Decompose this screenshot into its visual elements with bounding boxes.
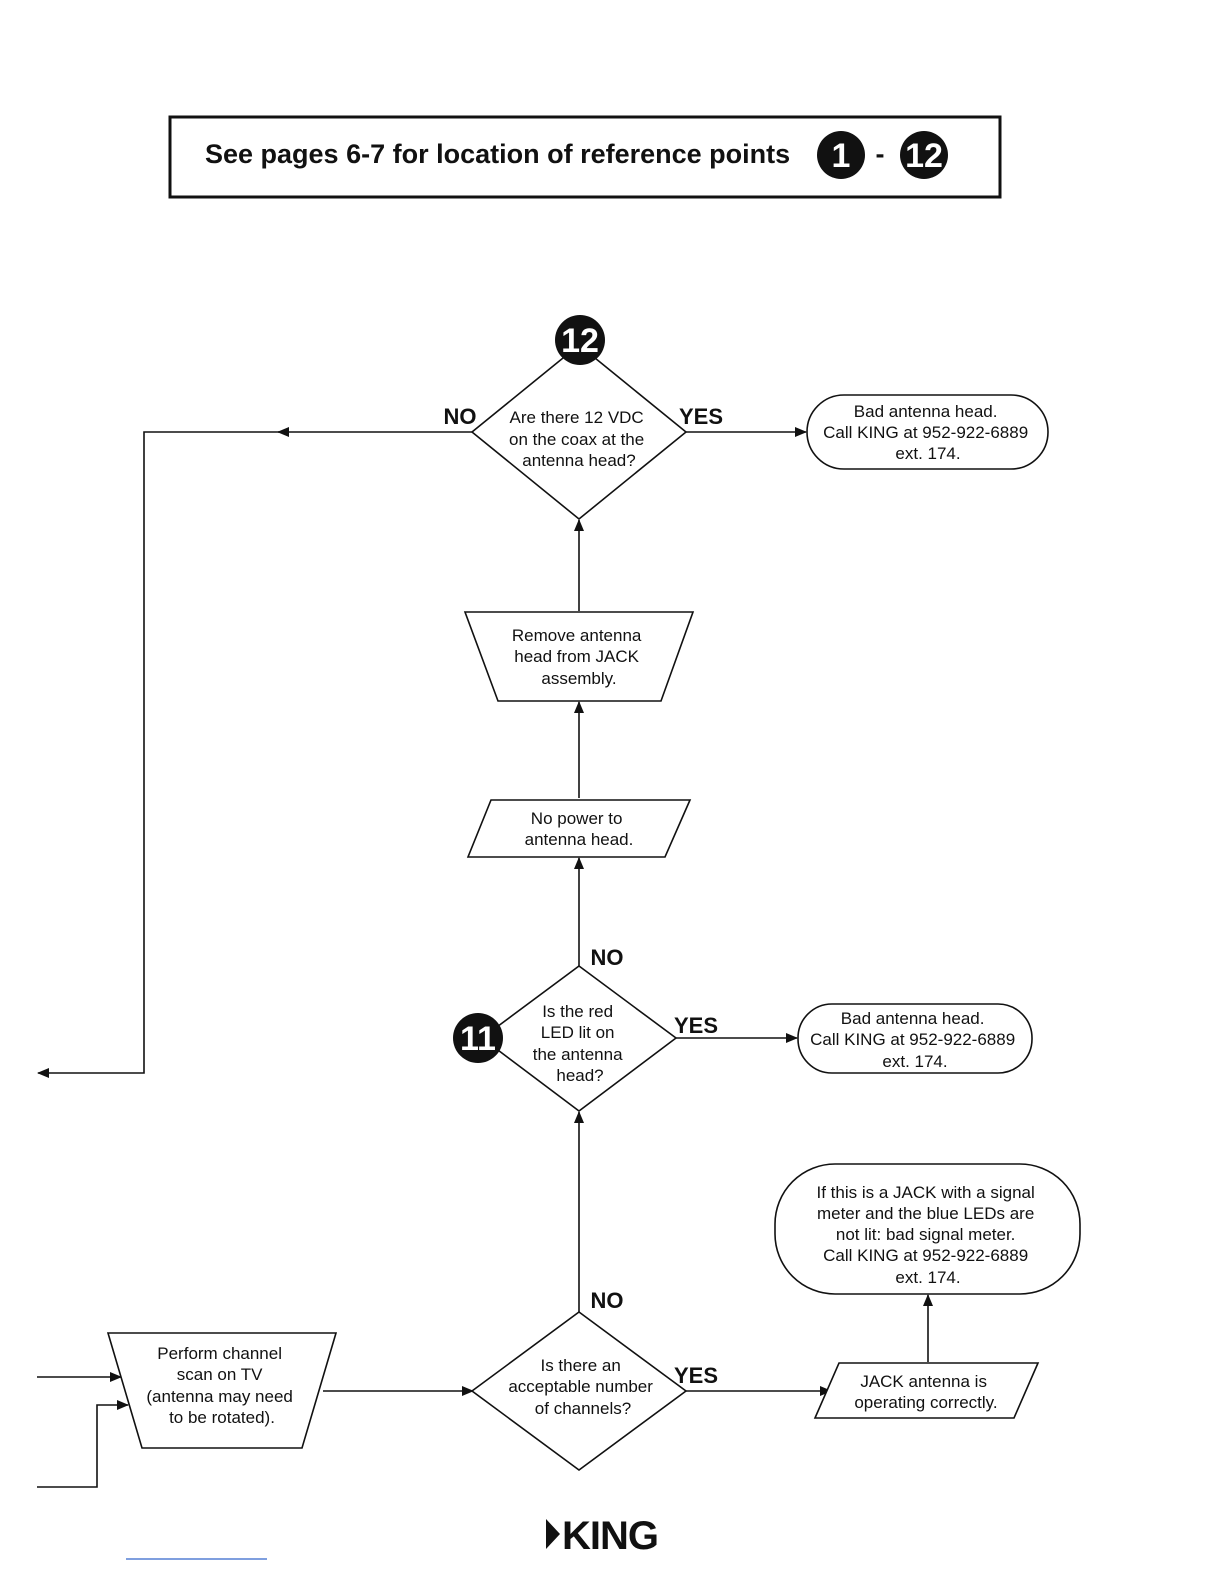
svg-text:Perform channel scan on: Perform channel scan on TV (antenna may … (146, 1344, 297, 1427)
d11-no-label: NO (591, 945, 624, 970)
svg-text:No power to antenna head: No power to antenna head. (525, 809, 634, 849)
king-logo-chevron-icon (546, 1519, 560, 1549)
svg-text:If this is a JACK with a signa: If this is a JACK with a signal meter an… (817, 1183, 1040, 1287)
d12-no-label: NO (444, 404, 477, 429)
decision-acceptable-channels: Is there an acceptable number of channel… (470, 1311, 688, 1471)
decision-12-text: Are there 12 VDC on the coax at the ante… (509, 408, 649, 470)
svg-text:Bad antenna head. Call K: Bad antenna head. Call KING at 952-922-6… (810, 1009, 1020, 1071)
dch-no-label: NO (591, 1288, 624, 1313)
connectors (37, 427, 933, 1488)
incoming-arrow-lower (37, 1400, 129, 1488)
decision-11-text: Is the red LED lit on the antenna head? (533, 1002, 628, 1085)
header-dash: - (876, 139, 885, 169)
ref-badge-12 (555, 315, 605, 365)
d11-yes-label: YES (674, 1013, 718, 1038)
terminator-bad-antenna-2: Bad antenna head. Call KING at 952-922-6… (797, 1003, 1033, 1074)
svg-text:Remove antenna head from: Remove antenna head from JACK assembly. (512, 626, 646, 688)
terminator-bad-antenna-1: Bad antenna head. Call KING at 952-922-6… (806, 394, 1049, 470)
header-text: See pages 6-7 for location of reference … (205, 139, 790, 169)
ref-badge-end (900, 131, 948, 179)
reference-header: See pages 6-7 for location of reference … (168, 115, 1002, 199)
status-no-power: No power to antenna head. (466, 799, 692, 858)
ref-badge-start (817, 131, 865, 179)
step-remove-antenna: Remove antenna head from JACK assembly. (463, 611, 695, 702)
ref-badge-11 (453, 1013, 503, 1063)
svg-text:Is there an acceptable n: Is there an acceptable number of channel… (508, 1356, 657, 1418)
dch-yes-label: YES (674, 1363, 718, 1388)
decision-11-red-led: 11 Is the red LED lit on the antenna hea… (453, 965, 678, 1113)
king-logo: KING (546, 1514, 659, 1558)
d12-yes-label: YES (679, 404, 723, 429)
status-operating-correctly: JACK antenna is operating correctly. (813, 1362, 1040, 1419)
ref-badge-start-label: 1 (832, 137, 851, 175)
ref-badge-end-label: 12 (905, 137, 943, 175)
ref-badge-11-label: 11 (460, 1020, 496, 1058)
step-channel-scan: Perform channel scan on TV (antenna may … (106, 1332, 338, 1449)
ref-badge-12-label: 12 (561, 322, 599, 360)
king-logo-text: KING (562, 1514, 658, 1558)
svg-text:JACK antenna is operatin: JACK antenna is operating correctly. (854, 1372, 997, 1412)
svg-text:Bad antenna head. Call K: Bad antenna head. Call KING at 952-922-6… (823, 402, 1033, 463)
d12-no-return-line (37, 431, 280, 1078)
decision-12-volts: 12 Are there 12 VDC on the coax at the a… (470, 315, 688, 521)
terminator-signal-meter: If this is a JACK with a signal meter an… (774, 1163, 1081, 1295)
